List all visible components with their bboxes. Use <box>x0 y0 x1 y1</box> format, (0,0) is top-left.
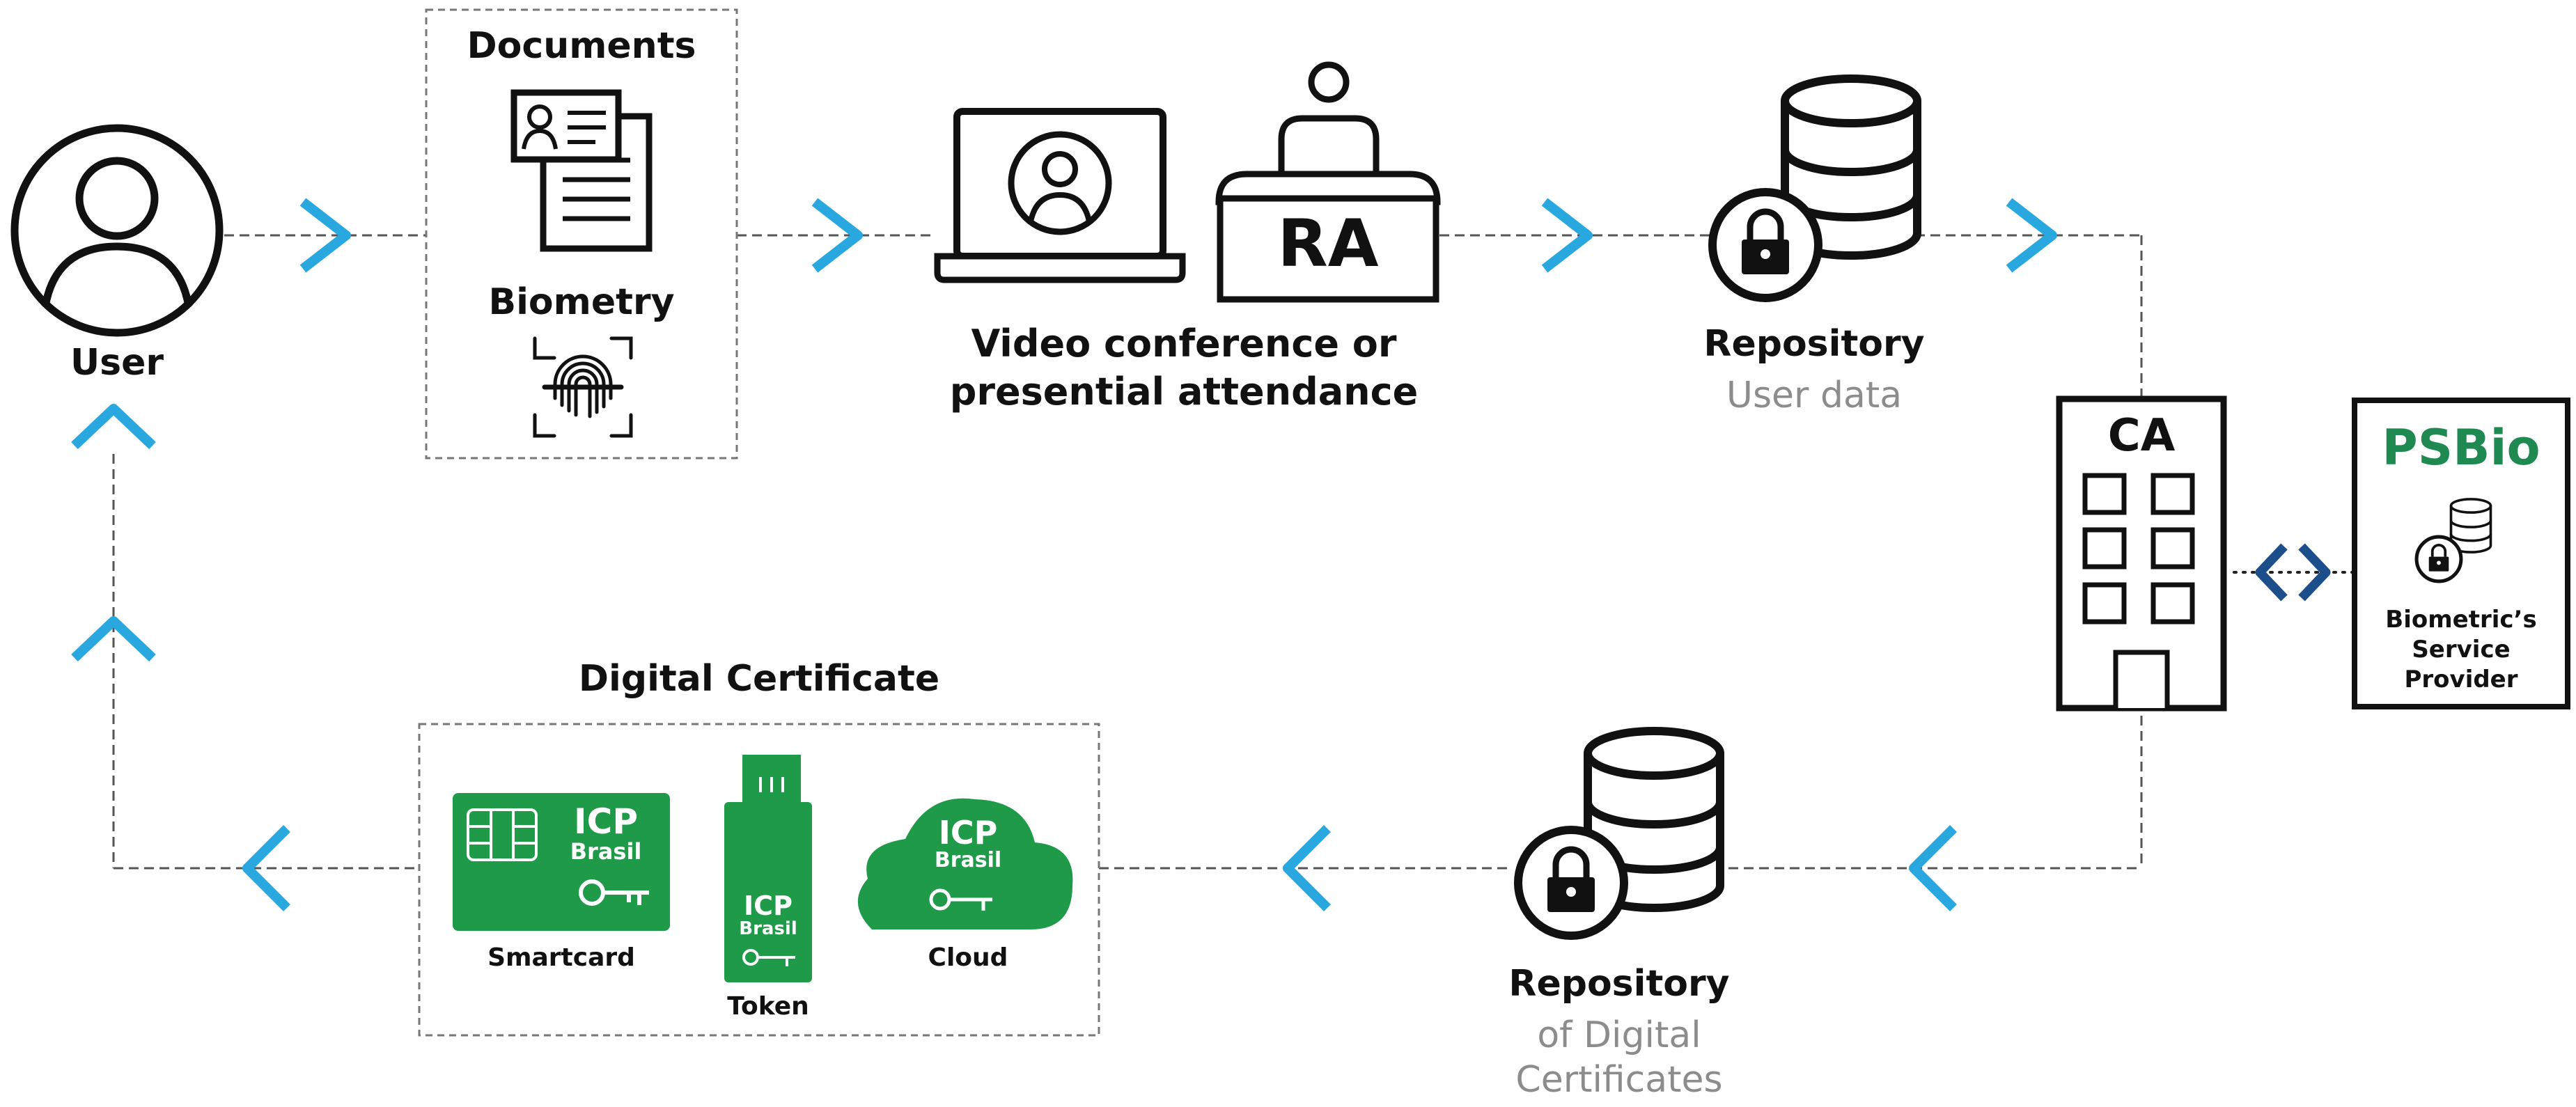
document-id-icon <box>510 89 653 252</box>
user-icon <box>10 124 224 337</box>
chevron-right-icon <box>299 198 351 273</box>
connector-lines <box>112 234 2143 870</box>
chevron-right-icon <box>1541 198 1593 273</box>
smartcard-label: Smartcard <box>487 943 635 972</box>
attendance-label-line1: Video conference or <box>971 322 1397 366</box>
smartcard-icon <box>453 793 670 931</box>
bidirectional-chevron-icon <box>2255 543 2331 602</box>
fingerprint-icon <box>533 336 633 438</box>
repository-certs-title: Repository <box>1508 963 1730 1005</box>
psbio-line2: Service <box>2412 636 2511 664</box>
input-box <box>425 8 738 460</box>
psbio-line1: Biometric’s <box>2385 606 2537 634</box>
chevron-left-icon <box>242 825 290 911</box>
database-lock-icon <box>1518 731 1720 936</box>
repository-certs-line1: of Digital <box>1537 1014 1701 1056</box>
icp-logo-text: Brasil <box>739 918 797 939</box>
repository-certs-line2: Certificates <box>1515 1059 1723 1101</box>
chevron-left-icon <box>1283 825 1331 911</box>
psbio-line3: Provider <box>2404 666 2518 693</box>
registration-desk-icon <box>1215 61 1441 303</box>
icp-logo-text: ICP <box>574 801 638 842</box>
chevron-right-icon <box>811 198 863 273</box>
repository-user-title: Repository <box>1703 323 1925 365</box>
certificate-box <box>418 723 1100 1037</box>
chevron-up-icon <box>71 616 156 662</box>
building-icon <box>2056 395 2227 712</box>
chevron-right-icon <box>2006 198 2057 273</box>
database-lock-icon <box>1712 79 1917 298</box>
attendance-label-line2: presential attendance <box>949 370 1419 414</box>
biometry-label: Biometry <box>488 281 675 323</box>
cloud-label: Cloud <box>928 943 1008 972</box>
chevron-left-icon <box>1909 825 1957 911</box>
ra-label: RA <box>1277 206 1379 282</box>
psbio-title: PSBio <box>2382 419 2540 476</box>
icp-logo-text: ICP <box>744 890 793 921</box>
chevron-up-icon <box>71 404 156 450</box>
icp-logo-text: Brasil <box>934 848 1002 872</box>
digital-certificate-title: Digital Certificate <box>578 658 940 700</box>
ca-label: CA <box>2107 410 2176 462</box>
laptop-video-icon <box>934 108 1186 283</box>
user-label: User <box>70 342 164 384</box>
repository-user-subtitle: User data <box>1726 375 1903 416</box>
token-label: Token <box>727 992 809 1021</box>
cloud-icon <box>857 798 1073 929</box>
icp-logo-text: ICP <box>938 814 998 851</box>
documents-label: Documents <box>467 25 696 67</box>
icp-logo-text: Brasil <box>570 838 642 865</box>
usb-token-icon <box>724 755 812 982</box>
